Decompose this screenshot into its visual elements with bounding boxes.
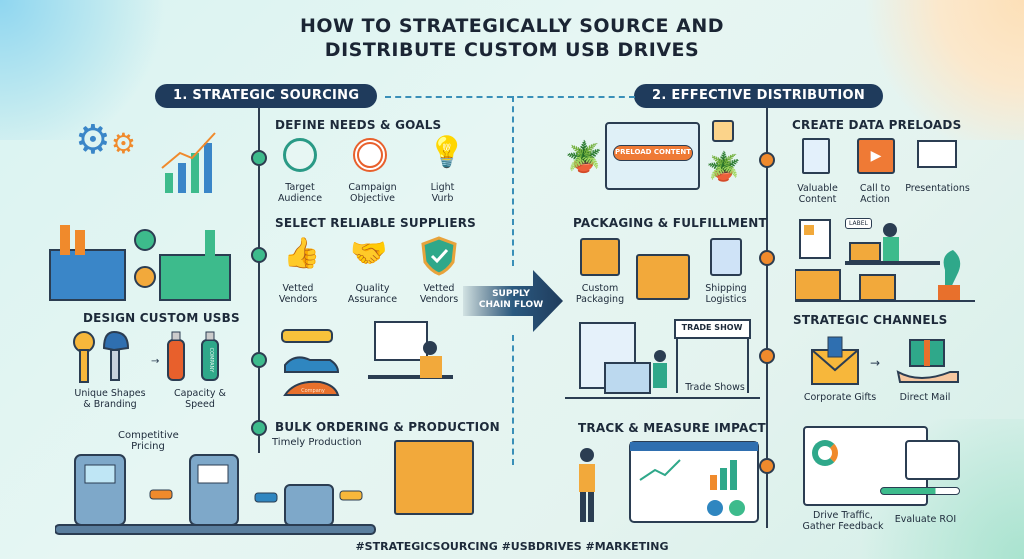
trade-show-sign: TRADE SHOW: [681, 323, 743, 332]
shipping-sheet-icon: [710, 238, 742, 276]
item-label: Light Vurb: [430, 182, 455, 204]
item-label: Call to Action: [859, 183, 891, 205]
timeline-node: [759, 458, 775, 474]
item-label: Presentations: [905, 183, 970, 194]
presentation-board-icon: [917, 140, 957, 168]
timeline-node: [759, 348, 775, 364]
step-title: DEFINE NEEDS & GOALS: [275, 118, 442, 132]
plant-icon: 🪴: [706, 150, 741, 183]
shipping-box-icon: [394, 440, 474, 515]
item-label: Evaluate ROI: [894, 514, 957, 525]
item-label: Vetted Vendors: [419, 283, 459, 305]
growth-chart-icon: [161, 132, 216, 193]
target-audience-icon: [283, 138, 317, 172]
step-title: STRATEGIC CHANNELS: [793, 313, 948, 327]
custom-packaging-icon: [580, 238, 620, 276]
open-box-icon: [636, 254, 690, 300]
timeline-node: [251, 352, 267, 368]
timeline-node: [759, 250, 775, 266]
connector-dashed: [512, 335, 514, 465]
item-label: Direct Mail: [899, 392, 951, 403]
supply-chain-label: SUPPLY CHAIN FLOW: [478, 289, 544, 310]
timeline-line: [766, 108, 768, 528]
connector-dashed: [512, 96, 514, 266]
factory-icon: [49, 225, 231, 301]
pricing-label: Competitive Pricing: [118, 430, 179, 452]
step-title: BULK ORDERING & PRODUCTION: [275, 420, 500, 434]
title-line: DISTRIBUTE CUSTOM USB DRIVES: [324, 39, 700, 61]
svg-text:→: →: [870, 356, 880, 370]
shield-check-icon: [421, 236, 457, 276]
svg-text:→: →: [151, 356, 159, 367]
step-title: PACKAGING & FULFILLMENT: [573, 216, 767, 230]
decor-blob: [0, 0, 170, 140]
progress-bar: [880, 487, 960, 495]
plant-icon: 🪴: [565, 140, 603, 175]
timeline-node: [251, 247, 267, 263]
roi-chart-icon: [905, 440, 960, 480]
thumbs-up-icon: 👍: [283, 236, 321, 271]
trade-show-illustration: [565, 319, 760, 399]
gift-mail-illustration: →: [811, 336, 959, 385]
donut-chart-icon: [812, 440, 838, 466]
handshake-icon: 🤝: [350, 236, 388, 271]
item-label: Corporate Gifts: [803, 392, 877, 403]
step-title: CREATE DATA PRELOADS: [792, 118, 962, 132]
title-line: HOW TO STRATEGICALLY SOURCE AND: [299, 15, 725, 37]
item-label: Capacity & Speed: [174, 388, 226, 410]
usb-designs-icon: COMPANY →: [73, 330, 219, 383]
step-title: SELECT RELIABLE SUPPLIERS: [275, 216, 477, 230]
timeline-node: [759, 152, 775, 168]
label-tag: LABEL: [845, 218, 872, 229]
preload-content-button[interactable]: PRELOAD CONTENT: [613, 145, 693, 161]
decor-blob: [864, 0, 1024, 140]
campaign-target-icon: [353, 138, 387, 172]
item-label: Unique Shapes & Branding: [74, 388, 146, 410]
item-label: Vetted Vendors: [278, 283, 318, 305]
item-label: Target Audience: [277, 182, 323, 204]
timeline-line: [258, 108, 260, 453]
section-header-sourcing: 1. STRATEGIC SOURCING: [155, 84, 378, 108]
analytics-illustration: [579, 441, 759, 523]
timeline-node: [251, 420, 267, 436]
item-label: Shipping Logistics: [705, 283, 747, 305]
custom-design-illustration: Company: [281, 321, 453, 396]
item-label: Campaign Objective: [348, 182, 397, 204]
document-icon: [802, 138, 830, 174]
gears-icon: ⚙⚙: [75, 117, 136, 163]
item-label: Trade Shows: [685, 382, 745, 393]
item-label: Drive Traffic, Gather Feedback: [802, 510, 884, 532]
production-line-illustration: [55, 454, 376, 535]
section-header-distribution: 2. EFFECTIVE DISTRIBUTION: [634, 84, 884, 108]
timeline-node: [251, 150, 267, 166]
step-title: TRACK & MEASURE IMPACT: [578, 421, 766, 435]
car-brand-text: Company: [301, 388, 325, 394]
fulfillment-illustration: [795, 219, 975, 302]
step-subtitle: Timely Production: [272, 437, 362, 448]
connector-dashed: [385, 96, 635, 98]
lightbulb-icon: 💡: [428, 135, 466, 170]
video-play-icon: ▶: [857, 138, 895, 174]
page-title: HOW TO STRATEGICALLY SOURCE AND DISTRIBU…: [0, 14, 1024, 62]
item-label: Valuable Content: [797, 183, 838, 205]
document-icon: [712, 120, 734, 142]
supply-chain-arrow: [463, 270, 563, 332]
item-label: Quality Assurance: [347, 283, 398, 305]
step-title: DESIGN CUSTOM USBS: [83, 311, 240, 325]
hashtags-footer: #STRATEGICSOURCING #USBDRIVES #MARKETING: [355, 540, 669, 553]
item-label: Custom Packaging: [575, 283, 625, 305]
usb-brand-text: COMPANY: [208, 348, 214, 374]
